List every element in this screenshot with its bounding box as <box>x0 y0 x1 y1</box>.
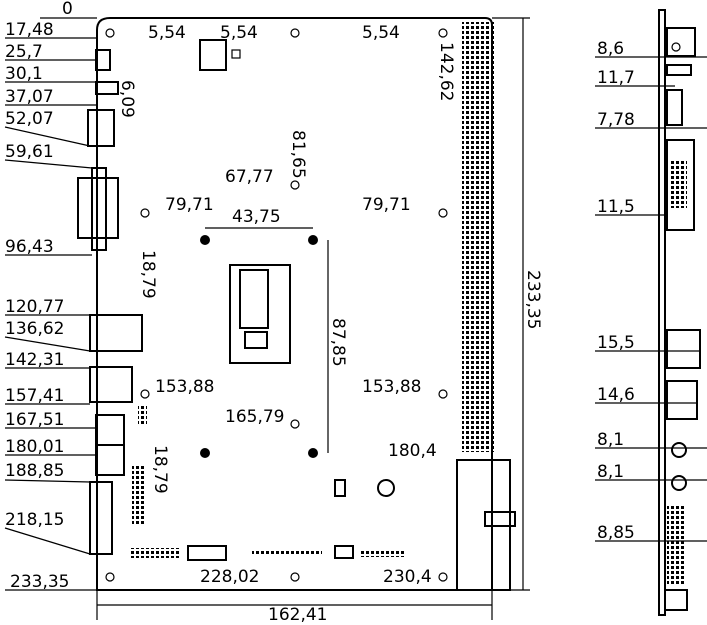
overall-dimension-lines <box>96 17 530 620</box>
left-dimension-labels: 0 17,48 25,7 30,1 37,07 52,07 59,61 96,4… <box>5 0 73 592</box>
dim-label: 79,71 <box>362 195 411 215</box>
dim-label: 43,75 <box>232 207 281 227</box>
dim-label: 8,6 <box>597 39 624 59</box>
mounting-holes <box>105 28 448 582</box>
dim-label: 18,79 <box>138 250 158 299</box>
dim-label: 188,85 <box>5 461 64 481</box>
dim-label: 5,54 <box>220 23 258 43</box>
side-dimension-labels: 8,6 11,7 7,78 11,5 15,5 14,6 8,1 8,1 8,8… <box>597 39 635 543</box>
left-leaders <box>4 17 108 591</box>
dim-label: 52,07 <box>5 109 54 129</box>
dim-label: 5,54 <box>362 23 400 43</box>
dim-label: 8,1 <box>597 430 624 450</box>
edge-connector-pins <box>462 22 494 452</box>
dim-label: 17,48 <box>5 20 54 40</box>
dim-label: 120,77 <box>5 297 64 317</box>
dim-label: 96,43 <box>5 237 54 257</box>
dim-label: 8,1 <box>597 462 624 482</box>
dim-label: 228,02 <box>200 567 259 587</box>
dim-label: 81,65 <box>288 130 308 179</box>
inner-dimension-labels: 5,54 5,54 5,54 81,65 142,62 6,09 67,77 7… <box>117 23 543 625</box>
dim-label: 180,01 <box>5 437 64 457</box>
io-connectors <box>77 49 143 555</box>
dim-label: 233,35 <box>10 572 69 592</box>
dim-label: 37,07 <box>5 87 54 107</box>
dim-label: 59,61 <box>5 142 54 162</box>
dim-label: 230,4 <box>383 567 432 587</box>
dim-label: 153,88 <box>362 377 421 397</box>
board-outline <box>96 17 516 591</box>
dim-label: 30,1 <box>5 64 43 84</box>
dim-label: 8,85 <box>597 523 635 543</box>
dim-label: 142,31 <box>5 350 64 370</box>
dim-label: 0 <box>62 0 73 19</box>
dim-label: 79,71 <box>165 195 214 215</box>
dim-label: 6,09 <box>117 80 137 118</box>
dim-label: 7,78 <box>597 110 635 130</box>
dim-label: 165,79 <box>225 407 284 427</box>
cpu-socket <box>200 227 329 458</box>
dim-label: 67,77 <box>225 167 274 187</box>
overall-height-label: 233,35 <box>523 270 543 329</box>
dim-label: 11,5 <box>597 197 635 217</box>
overall-width-label: 162,41 <box>268 605 327 625</box>
dim-label: 15,5 <box>597 333 635 353</box>
dim-label: 167,51 <box>5 410 64 430</box>
side-view <box>595 9 707 616</box>
dim-label: 5,54 <box>148 23 186 43</box>
dim-label: 218,15 <box>5 510 64 530</box>
dim-label: 11,7 <box>597 68 635 88</box>
dim-label: 153,88 <box>155 377 214 397</box>
dim-label: 142,62 <box>436 42 456 101</box>
dim-label: 18,79 <box>150 445 170 494</box>
dim-label: 136,62 <box>5 319 64 339</box>
dim-label: 14,6 <box>597 385 635 405</box>
components <box>130 39 405 561</box>
dim-label: 87,85 <box>328 318 348 367</box>
dim-label: 180,4 <box>388 441 437 461</box>
dim-label: 157,41 <box>5 386 64 406</box>
dim-label: 25,7 <box>5 42 43 62</box>
